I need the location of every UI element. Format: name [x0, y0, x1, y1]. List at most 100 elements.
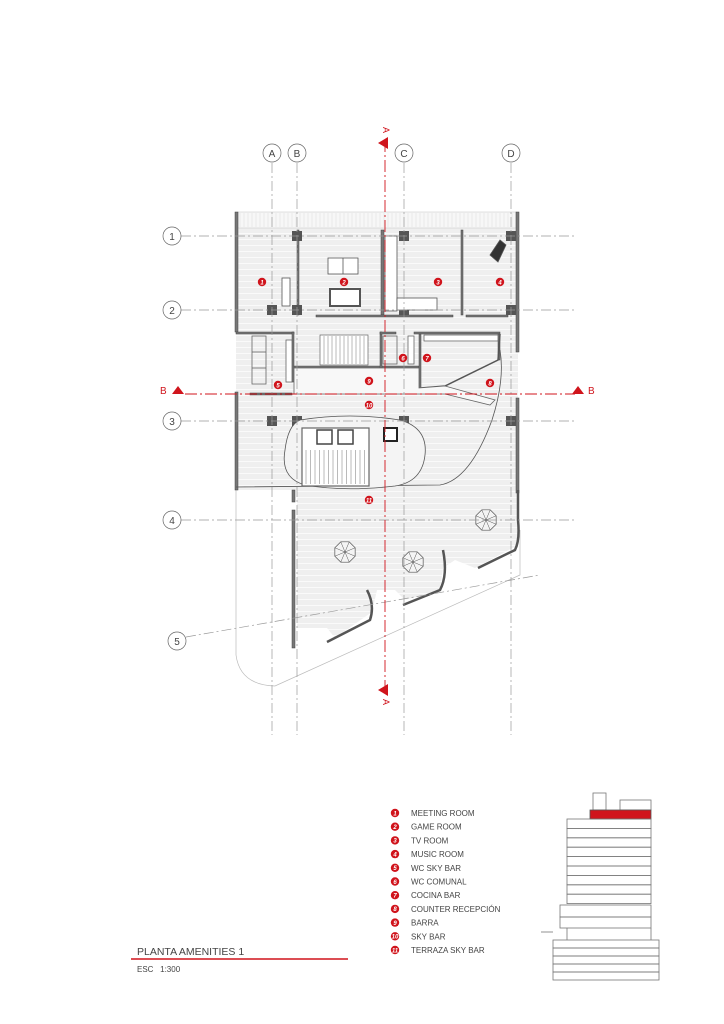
- section-a-label-top: A: [381, 127, 391, 133]
- grid-label-4: 4: [169, 516, 175, 527]
- legend-tag-number: 4: [392, 852, 397, 858]
- section-b-label-right: B: [588, 386, 595, 397]
- grid-label-2: 2: [169, 306, 175, 317]
- umbrella-icon: [475, 509, 497, 531]
- elevation-floor: [566, 856, 652, 867]
- legend-room-name: BARRA: [411, 919, 439, 928]
- grid-label-1: 1: [169, 232, 175, 243]
- elevation-floor: [566, 893, 652, 905]
- elevation-current-floor: [589, 809, 652, 820]
- grid-bubble-B: [287, 143, 307, 163]
- section-b-marker-right: [572, 386, 584, 394]
- room-tag-6: 6: [398, 353, 408, 362]
- room-tag-circle: [422, 353, 432, 363]
- site-outline: [235, 480, 521, 687]
- grid-bubble-4: [162, 510, 182, 530]
- room-tag-number: 2: [341, 280, 346, 286]
- legend-room-name: SKY BAR: [411, 932, 446, 941]
- elevation-floor: [559, 916, 652, 929]
- drawing-title: PLANTA AMENITIES 1: [137, 946, 244, 958]
- elevator: [316, 429, 333, 445]
- legend-tag-circle: [390, 918, 400, 927]
- room-tag-7: 7: [422, 353, 432, 363]
- room-tag-number: 3: [436, 280, 440, 286]
- elevator: [383, 427, 398, 442]
- legend-tag-circle: [390, 932, 400, 941]
- elevation-podium-floor: [552, 955, 660, 965]
- legend-tag-number: 1: [393, 811, 397, 817]
- grid-label-D: D: [507, 149, 514, 160]
- room-tag-9: 9: [364, 376, 374, 385]
- grid-bubble-3: [162, 411, 182, 431]
- wc-stalls: [251, 334, 499, 385]
- grid-bubble-D: [501, 143, 521, 163]
- room-tag-circle: [364, 400, 374, 410]
- legend-tag-circle: [390, 836, 400, 845]
- room-tag-number: 11: [366, 498, 373, 504]
- legend-room-name: TERRAZA SKY BAR: [411, 946, 485, 955]
- elevation-floor: [566, 846, 652, 858]
- sky-bar-edge: [235, 349, 502, 488]
- legend-tag-number: 11: [392, 948, 399, 954]
- room-tag-5: 5: [273, 380, 283, 389]
- bar-counter: [293, 367, 496, 406]
- elevation-podium-floor: [552, 939, 660, 949]
- elevation-roof-box: [619, 799, 652, 811]
- legend-tag-circle: [390, 877, 400, 886]
- room-tag-number: 6: [401, 356, 405, 362]
- room-tag-number: 10: [366, 403, 373, 409]
- legend-tag-number: 9: [393, 921, 397, 927]
- legend-tag-number: 7: [393, 894, 397, 900]
- legend-room-name: GAME ROOM: [411, 823, 462, 832]
- grid-label-B: B: [294, 149, 301, 160]
- elevation-floor: [566, 884, 652, 895]
- grid-bubble-A: [262, 143, 282, 163]
- section-a-label-bottom: A: [381, 699, 391, 705]
- room-tag-circle: [257, 277, 267, 287]
- legend-room-name: WC SKY BAR: [411, 864, 461, 873]
- legend-tag-number: 2: [392, 825, 397, 831]
- elevation-floor: [566, 837, 652, 848]
- room-tag-number: 9: [367, 379, 371, 385]
- elevation-floor: [566, 875, 652, 886]
- elevation-podium-floor: [552, 963, 660, 973]
- legend-tag-circle: [390, 891, 400, 900]
- legend-room-name: TV ROOM: [411, 836, 449, 845]
- umbrella-rib: [475, 515, 497, 525]
- umbrella-rib: [402, 557, 424, 567]
- room-tag-1: 1: [257, 277, 267, 287]
- section-b-marker-left: [172, 386, 184, 394]
- room-tag-number: 5: [276, 383, 280, 389]
- elevation-floor: [559, 904, 652, 918]
- room-tag-circle: [485, 378, 495, 388]
- balcony-strip: [237, 211, 517, 229]
- room-tag-number: 1: [260, 280, 264, 286]
- legend-tag-circle: [390, 904, 400, 914]
- legend-item: 9 BARRA: [390, 918, 439, 928]
- grid-line-5: [185, 574, 541, 638]
- legend-item: 11 TERRAZA SKY BAR: [390, 945, 485, 955]
- room-tag-2: 2: [339, 277, 349, 286]
- elevation-floor: [566, 818, 652, 829]
- legend-tag-circle: [390, 808, 400, 818]
- section-a-marker-bottom: [378, 684, 388, 696]
- legend-tag-number: 5: [393, 866, 397, 872]
- legend-item: 1 MEETING ROOM: [390, 808, 475, 818]
- section-a-marker-top: [378, 137, 388, 149]
- legend-tag-circle: [390, 822, 400, 831]
- room-tag-11: 11: [364, 495, 374, 504]
- legend-tag-circle: [390, 863, 400, 872]
- grid-label-3: 3: [169, 417, 175, 428]
- grid-bubble-1: [162, 226, 182, 246]
- legend-room-name: MEETING ROOM: [411, 809, 475, 818]
- grid-bubble-2: [162, 300, 182, 320]
- legend-room-name: COCINA BAR: [411, 891, 461, 900]
- legend-item: 7 COCINA BAR: [390, 891, 461, 900]
- legend-item: 2 GAME ROOM: [390, 822, 462, 832]
- drawing-scale: ESC 1:300: [137, 965, 181, 974]
